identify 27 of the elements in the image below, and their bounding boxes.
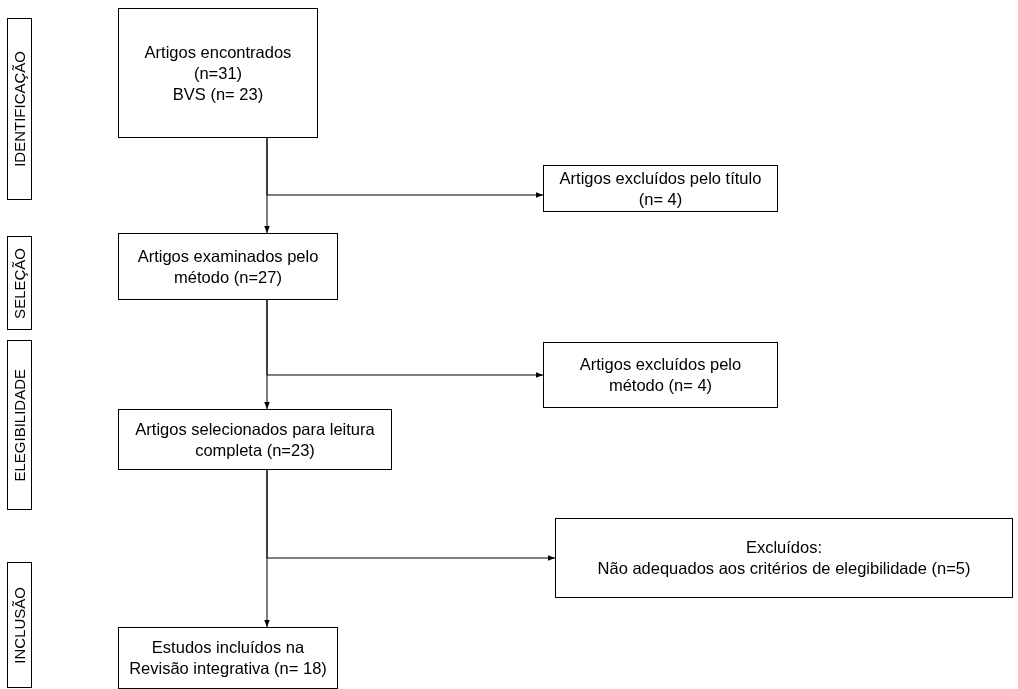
stage-label: SELEÇÃO <box>10 247 29 319</box>
box-text: Artigos examinados pelo método (n=27) <box>136 245 320 288</box>
box-text: Artigos selecionados para leitura completa (n=23) <box>134 418 376 461</box>
process-box <box>543 342 778 408</box>
box-text: BVS (n= 23) <box>172 83 264 105</box>
arrow <box>266 137 544 198</box>
stage-label: IDENTIFICAÇÃO <box>10 51 29 167</box>
process-box <box>555 518 1013 598</box>
arrow <box>266 469 556 561</box>
stage-label-box <box>7 236 32 330</box>
arrow <box>266 299 544 378</box>
box-text: Artigos excluídos pelo título (n= 4) <box>558 167 763 210</box>
stage-label-box <box>7 562 32 688</box>
box-text: Estudos incluídos na Revisão integrativa (n= 18) <box>128 637 328 679</box>
stage-label-box <box>7 18 32 200</box>
process-box <box>118 409 392 470</box>
box-text: Artigos excluídos pelo método (n= 4) <box>578 354 743 396</box>
process-box <box>543 165 778 212</box>
box-text: Não adequados aos critérios de elegibilidade (n=5) <box>597 558 971 579</box>
stage-label: INCLUSÃO <box>10 586 29 664</box>
process-box <box>118 8 318 138</box>
stage-label: ELEGIBILIDADE <box>10 368 29 482</box>
box-text: Excluídos: <box>745 537 823 558</box>
process-box <box>118 233 338 300</box>
box-text: Artigos encontrados (n=31) <box>143 41 293 84</box>
process-box <box>118 627 338 689</box>
stage-label-box <box>7 340 32 510</box>
